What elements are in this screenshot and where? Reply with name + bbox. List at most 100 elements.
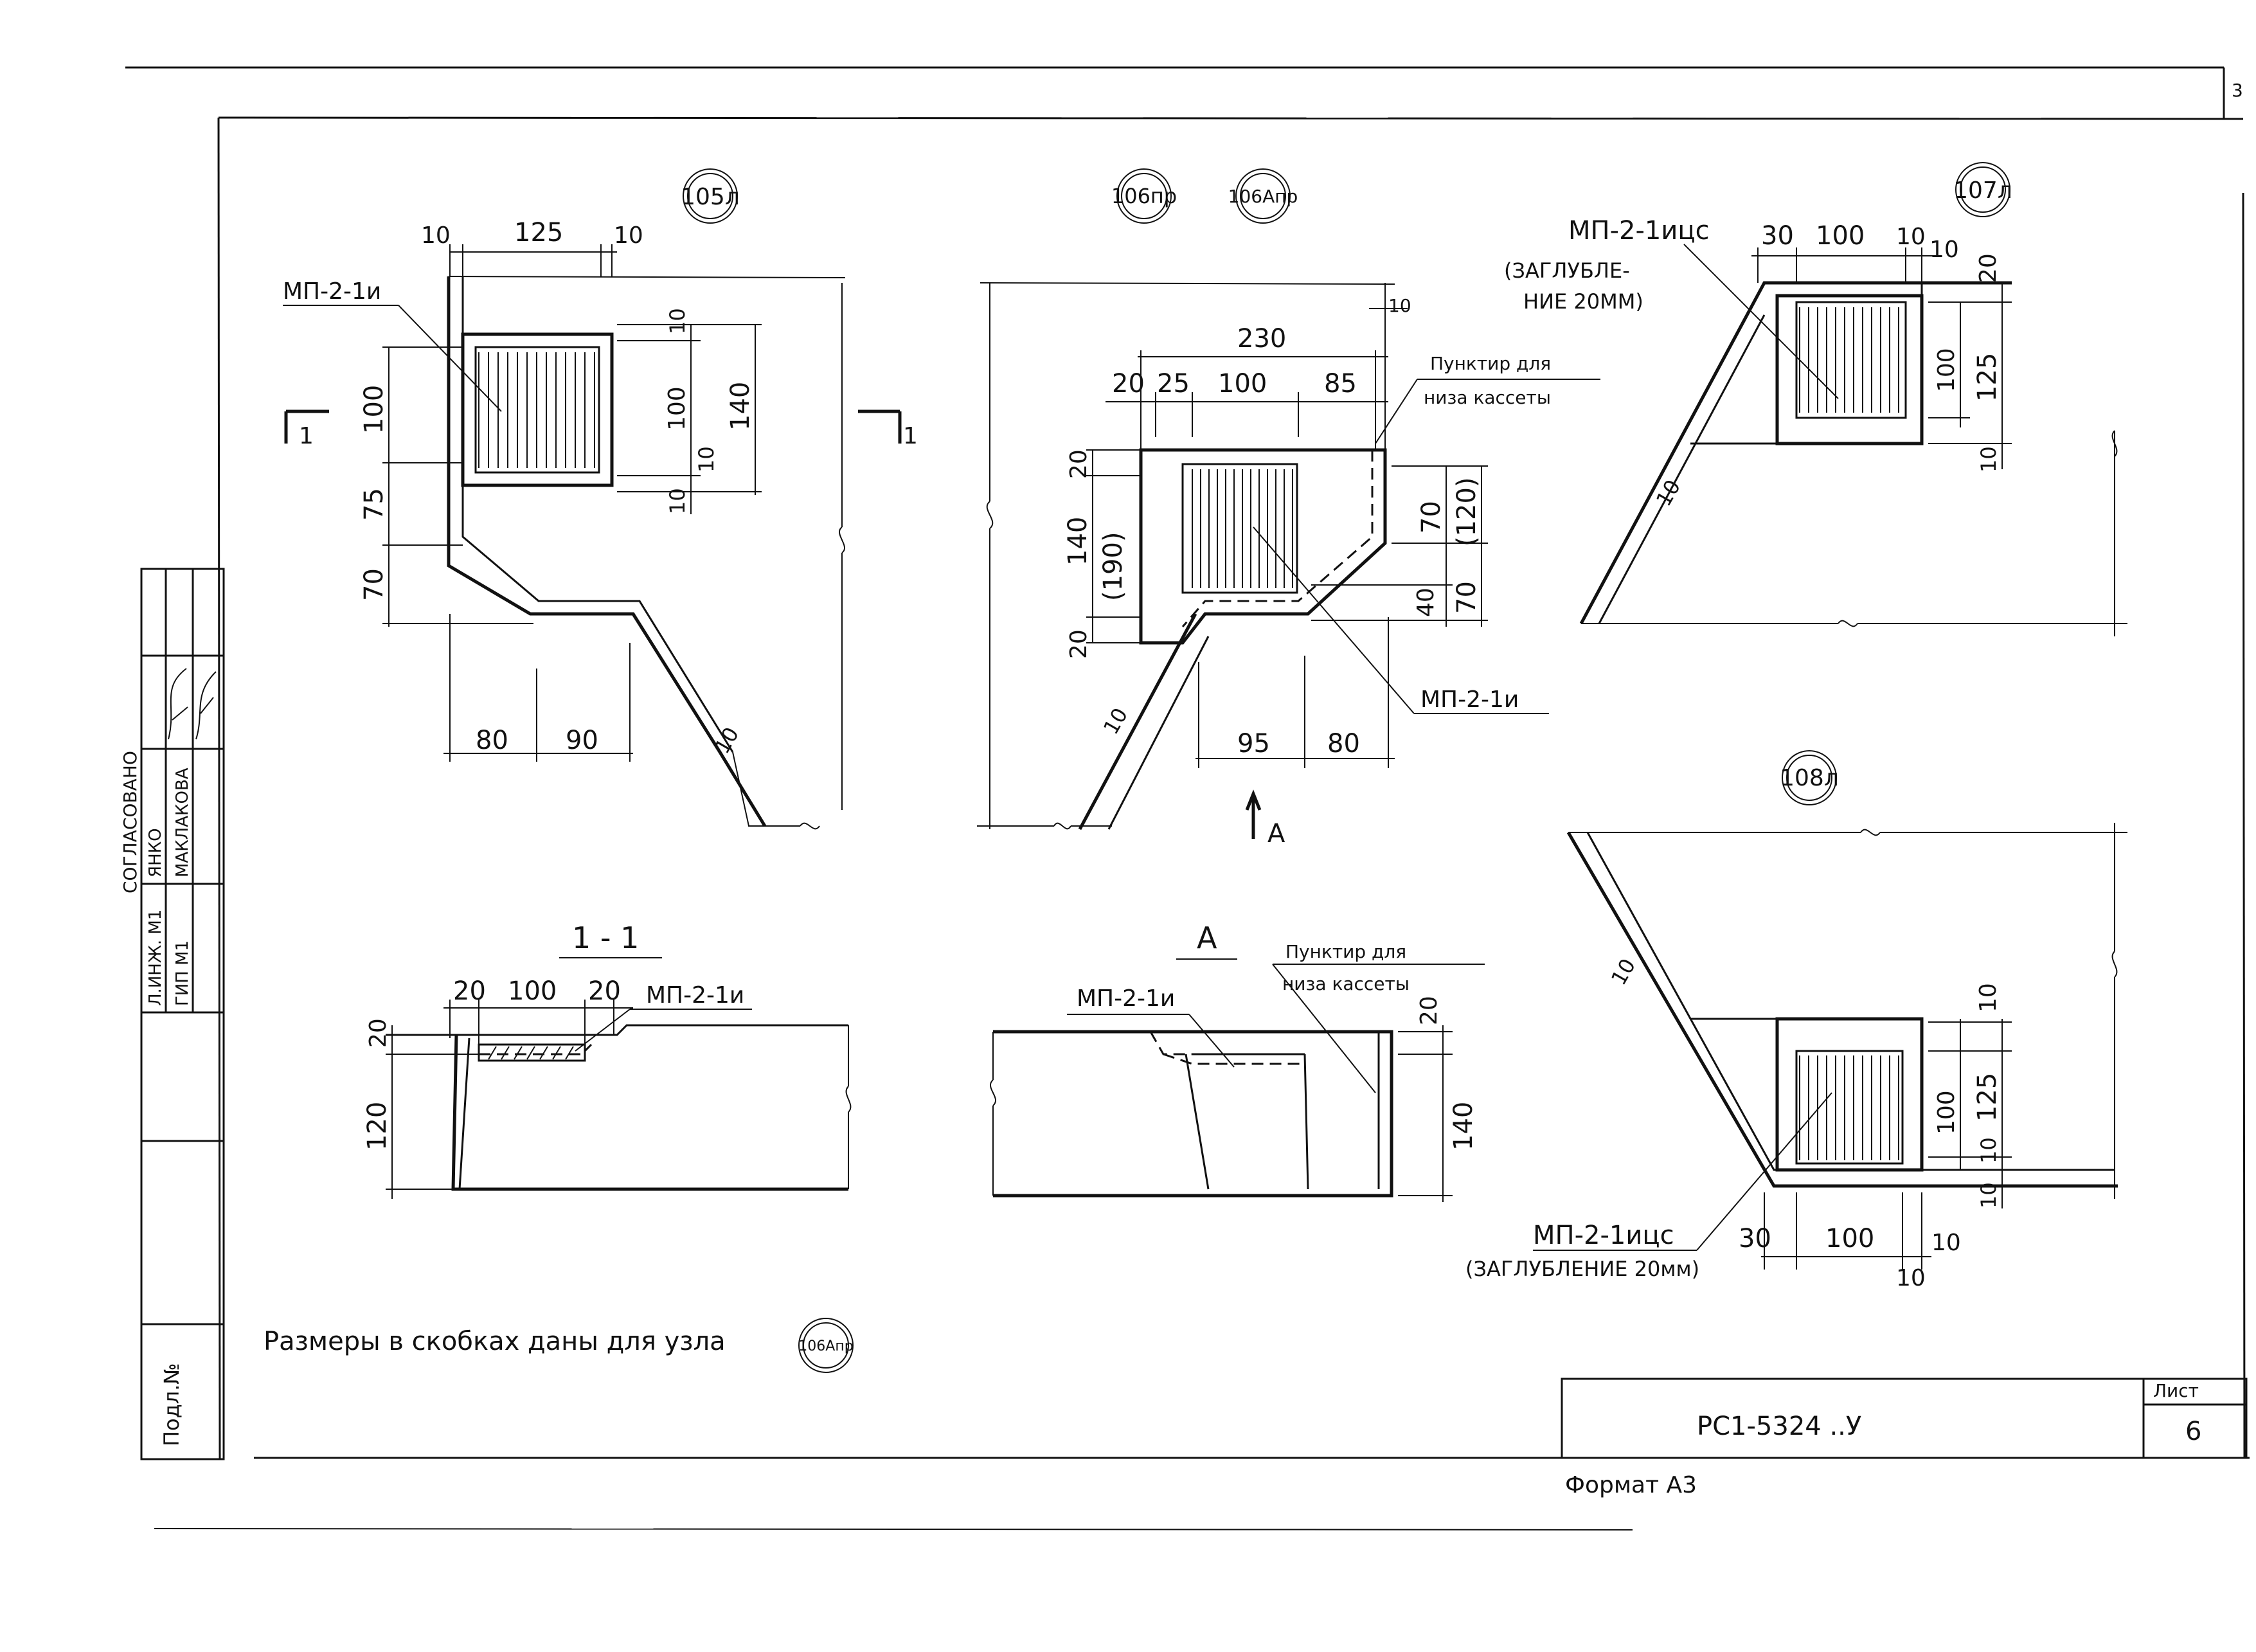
title-block: РС1-5324 ..У Лист 6 Формат А3 [1561, 1378, 2248, 1498]
section-a-dashed-note-2: низа кассеты [1282, 973, 1410, 994]
node-106-id-1: 106пр [1111, 184, 1177, 208]
node-106-dim-row-4: 85 [1324, 369, 1357, 399]
node-105-dim-bottom-2: 90 [566, 726, 598, 755]
node-106-dim-top: 230 [1237, 324, 1286, 354]
node-107-dim-top-2: 100 [1816, 221, 1865, 251]
section-1-1-label: МП-2-1и [646, 982, 744, 1009]
node-106-dim-row-3: 100 [1218, 369, 1267, 399]
node-105-dim-right-4: 10 [665, 488, 690, 514]
node-108-dim-right-5: 10 [1976, 1182, 2001, 1208]
signature-2 [195, 671, 217, 740]
page-corner-number: 3 [2232, 80, 2243, 101]
cassette-106-hatch [1192, 469, 1293, 588]
section-1-1: 1 - 1 20 100 20 МП-2-1и [363, 920, 852, 1199]
node-106-dim-bottom-1: 95 [1237, 729, 1270, 759]
section-a-label: МП-2-1и [1077, 985, 1175, 1012]
section-1-1-dim-left-1: 20 [365, 1018, 391, 1048]
inventory-label: Подл.№ [159, 1363, 184, 1446]
section-1-1-dim-top-3: 20 [588, 976, 621, 1006]
section-a-dashed-note-1: Пунктир для [1285, 941, 1406, 962]
sheet-frame: 3 [125, 66, 2250, 1531]
node-106-dim-left-4: 20 [1066, 629, 1092, 659]
node-106-dim-bottom-2: 80 [1327, 729, 1360, 759]
node-106-dim-right-1: 70 [1417, 501, 1446, 534]
node-108-dim-bottom-1: 30 [1739, 1224, 1771, 1253]
node-105-dim-slope: 10 [710, 723, 744, 758]
node-105-section-right: 1 [903, 423, 918, 449]
node-107: 107л МП-2-1ицс (ЗАГЛУБЛЕ- НИЕ 20ММ) 30 [1504, 162, 2127, 636]
node-107-dim-top-4: 10 [1929, 237, 1959, 263]
node-106-dashed-note-1: Пунктир для [1430, 353, 1551, 374]
node-107-dim-right-3: 125 [1973, 353, 2002, 402]
node-106-label: МП-2-1и [1420, 687, 1519, 713]
node-106-dim-top-small: 10 [1388, 295, 1411, 316]
section-a-dim-right-2: 140 [1449, 1102, 1478, 1151]
node-106-dim-left-2: 140 [1063, 517, 1093, 566]
node-105-dim-top-2: 125 [514, 218, 563, 247]
node-106-dim-slope: 10 [1098, 704, 1132, 739]
signature-1 [168, 668, 188, 740]
cassette-105-hatch [478, 352, 595, 468]
node-105-dim-right-3: 10 [694, 446, 719, 472]
approval-role-2: ГИП М1 [173, 940, 192, 1006]
node-107-depth-2: НИЕ 20ММ) [1523, 289, 1643, 314]
node-107-dim-right-2: 100 [1933, 348, 1960, 392]
stamp-code: РС1-5324 ..У [1697, 1412, 1861, 1441]
node-106-dashed-note-2: низа кассеты [1424, 387, 1551, 408]
node-106-view-label: А [1267, 819, 1285, 848]
cassette-107-hatch [1799, 307, 1899, 413]
node-108-dim-slope: 10 [1606, 955, 1640, 989]
approval-block: СОГЛАСОВАНО Л.ИНЖ. М1 ЯНКО ГИП М1 МАКЛАК… [120, 568, 225, 1460]
node-106-dim-right-3: 40 [1413, 588, 1439, 617]
note-block: Размеры в скобках даны для узла 106Апр [264, 1318, 854, 1373]
node-108-dim-right-3: 125 [1973, 1073, 2002, 1122]
node-108-dim-bottom-2: 100 [1825, 1224, 1874, 1253]
node-107-dim-right-4: 10 [1976, 446, 2001, 472]
node-106: 106пр 106Апр 230 [977, 168, 1600, 848]
note-text: Размеры в скобках даны для узла [264, 1327, 726, 1356]
node-105-dim-right-1: 10 [665, 308, 690, 334]
node-105-dim-bottom-1: 80 [476, 726, 508, 755]
node-108-label: МП-2-1ицс [1533, 1221, 1674, 1250]
node-106-dim-row-1: 20 [1112, 369, 1145, 399]
section-1-1-title: 1 - 1 [572, 920, 639, 955]
section-a-dim-right-1: 20 [1416, 996, 1442, 1025]
node-105-dim-left-3: 70 [359, 568, 389, 601]
section-a: А МП-2-1и Пунктир для низа кассеты 20 14… [989, 920, 1485, 1202]
node-105-dim-left-2: 75 [359, 488, 389, 521]
node-108-dim-right-2: 100 [1933, 1090, 1960, 1135]
node-108-dim-right-4: 10 [1976, 1137, 2001, 1163]
sheet-format: Формат А3 [1565, 1472, 1697, 1498]
node-108-id: 108л [1780, 765, 1839, 791]
node-105-dim-top-3: 10 [614, 222, 643, 249]
node-107-label: МП-2-1ицс [1568, 216, 1710, 246]
node-107-dim-right-1: 20 [1975, 253, 2001, 283]
approval-name-2: МАКЛАКОВА [173, 768, 192, 877]
node-107-dim-top-3: 10 [1896, 224, 1926, 250]
node-106-dim-row-2: 25 [1157, 369, 1190, 399]
node-105-dim-left-1: 100 [359, 385, 389, 434]
node-108-dim-bottom-4: 10 [1896, 1265, 1926, 1291]
node-105-dim-top-1: 10 [421, 222, 451, 249]
node-108-depth: (ЗАГЛУБЛЕНИЕ 20мм) [1465, 1257, 1699, 1281]
section-1-1-dim-top-1: 20 [453, 976, 486, 1006]
sheet-number: 6 [2185, 1417, 2201, 1446]
node-107-id: 107л [1953, 177, 2012, 204]
node-108-dim-right-1: 10 [1975, 983, 2001, 1012]
node-105-id: 105л [681, 184, 740, 210]
node-105: 105л МП-2-1и 10 [283, 168, 918, 830]
section-a-title: А [1197, 920, 1217, 955]
cassette-108-hatch [1799, 1055, 1899, 1160]
sheet-label: Лист [2153, 1380, 2199, 1401]
node-106-dim-left-3: (190) [1098, 532, 1128, 601]
node-106-id-2: 106Апр [1228, 186, 1298, 207]
approval-heading: СОГЛАСОВАНО [120, 751, 141, 893]
node-108-dim-bottom-3: 10 [1931, 1230, 1961, 1256]
node-107-depth-1: (ЗАГЛУБЛЕ- [1504, 258, 1630, 283]
section-1-1-hatch [488, 1046, 574, 1060]
node-105-label: МП-2-1и [283, 278, 381, 305]
node-105-section-left: 1 [299, 423, 314, 449]
node-106-dim-left-1: 20 [1066, 449, 1092, 479]
node-106-dim-right-2: (120) [1452, 477, 1482, 546]
